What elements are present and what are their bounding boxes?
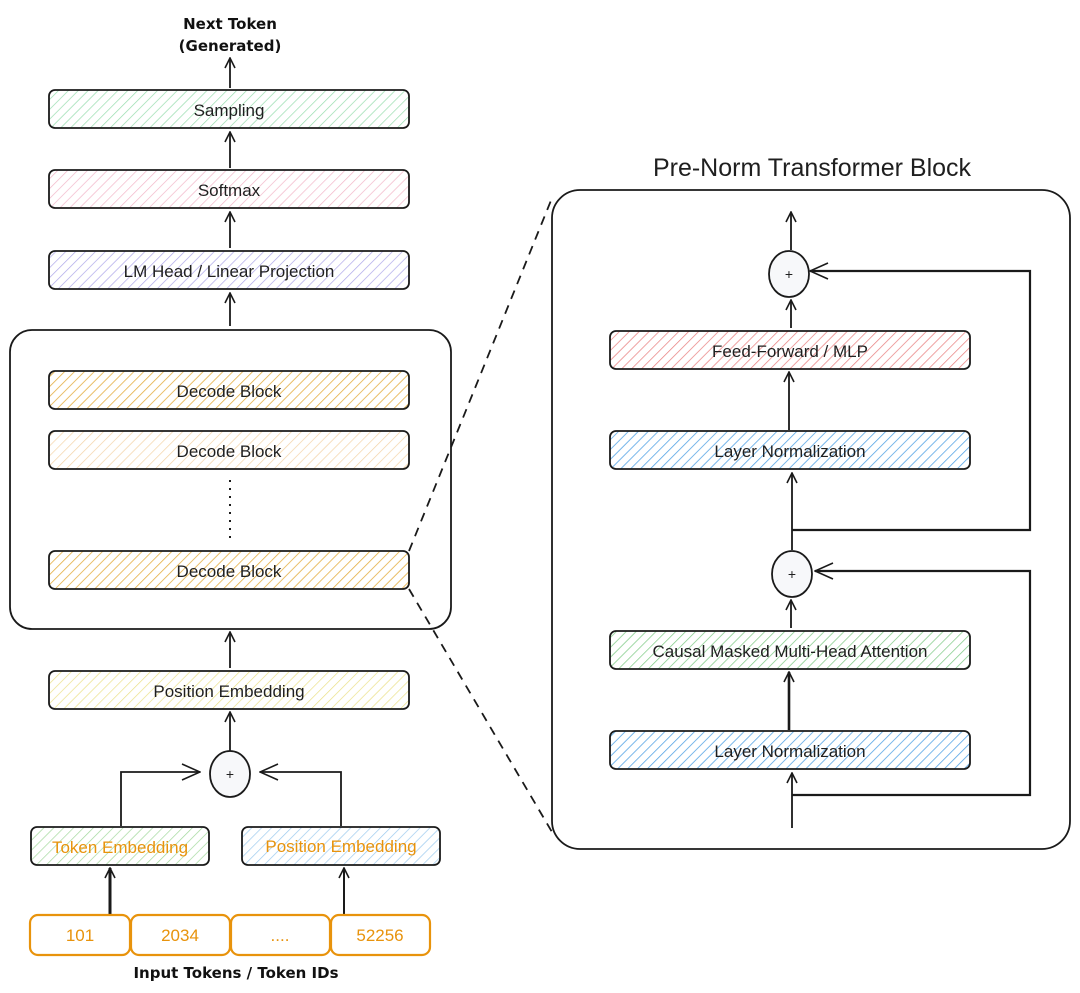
residual-skip-attention [792, 571, 1032, 797]
svg-text:+: + [785, 266, 793, 282]
svg-text:Layer Normalization: Layer Normalization [714, 742, 865, 761]
zoom-line-top [408, 197, 553, 552]
svg-text:Causal Masked Multi-Head Atten: Causal Masked Multi-Head Attention [653, 642, 928, 661]
svg-text:2034: 2034 [161, 926, 199, 945]
svg-text:Sampling: Sampling [194, 101, 265, 120]
svg-text:LM Head / Linear Projection: LM Head / Linear Projection [124, 262, 335, 281]
position-embedding-bottom-box: Position Embedding [241, 826, 441, 866]
svg-text:Token Embedding: Token Embedding [52, 838, 188, 857]
transformer-block-container [551, 189, 1071, 850]
token-id-101: 101 [28, 913, 132, 957]
sampling-box: Sampling [48, 89, 410, 129]
next-token-label: Next Token (Generated) [179, 15, 282, 55]
softmax-box: Softmax [48, 169, 410, 209]
svg-text:....: .... [271, 926, 290, 945]
layer-norm-top-box: Layer Normalization [609, 430, 971, 470]
layer-norm-bottom-box: Layer Normalization [609, 730, 971, 770]
residual-skip-ffn [792, 271, 1032, 532]
decoder-stack-container [9, 329, 452, 630]
decode-block-n: Decode Block [48, 550, 410, 590]
arrow-token-embed-to-sum [120, 772, 200, 826]
svg-text:101: 101 [66, 926, 94, 945]
svg-text:Decode Block: Decode Block [177, 442, 282, 461]
svg-text:Position Embedding: Position Embedding [153, 682, 304, 701]
decode-block-2: Decode Block [48, 430, 410, 470]
svg-text:Decode Block: Decode Block [177, 382, 282, 401]
svg-text:(Generated): (Generated) [179, 37, 282, 55]
token-embedding-box: Token Embedding [30, 826, 210, 866]
svg-text:+: + [788, 566, 796, 582]
svg-text:Feed-Forward / MLP: Feed-Forward / MLP [712, 342, 868, 361]
attention-box: Causal Masked Multi-Head Attention [609, 630, 971, 670]
decode-block-1: Decode Block [48, 370, 410, 410]
svg-text:Next Token: Next Token [183, 15, 277, 33]
embedding-sum-node: + [209, 750, 251, 798]
svg-text:Layer Normalization: Layer Normalization [714, 442, 865, 461]
token-id-2034: 2034 [129, 913, 232, 957]
residual-add-mid: + [771, 550, 813, 598]
svg-text:Position Embedding: Position Embedding [265, 837, 416, 856]
residual-add-top: + [768, 250, 810, 298]
position-embedding-top-box: Position Embedding [48, 670, 410, 710]
svg-text:+: + [226, 766, 234, 782]
svg-text:Softmax: Softmax [198, 181, 261, 200]
svg-text:52256: 52256 [356, 926, 403, 945]
token-id-ellipsis: .... [229, 913, 332, 957]
svg-text:Decode Block: Decode Block [177, 562, 282, 581]
zoom-line-bottom [408, 588, 553, 833]
feed-forward-box: Feed-Forward / MLP [609, 330, 971, 370]
arrow-pos-embed-to-sum [260, 772, 342, 826]
lm-head-box: LM Head / Linear Projection [48, 250, 410, 290]
token-id-52256: 52256 [329, 913, 432, 957]
transformer-block-title: Pre-Norm Transformer Block [653, 154, 972, 182]
input-tokens-caption: Input Tokens / Token IDs [133, 964, 338, 982]
